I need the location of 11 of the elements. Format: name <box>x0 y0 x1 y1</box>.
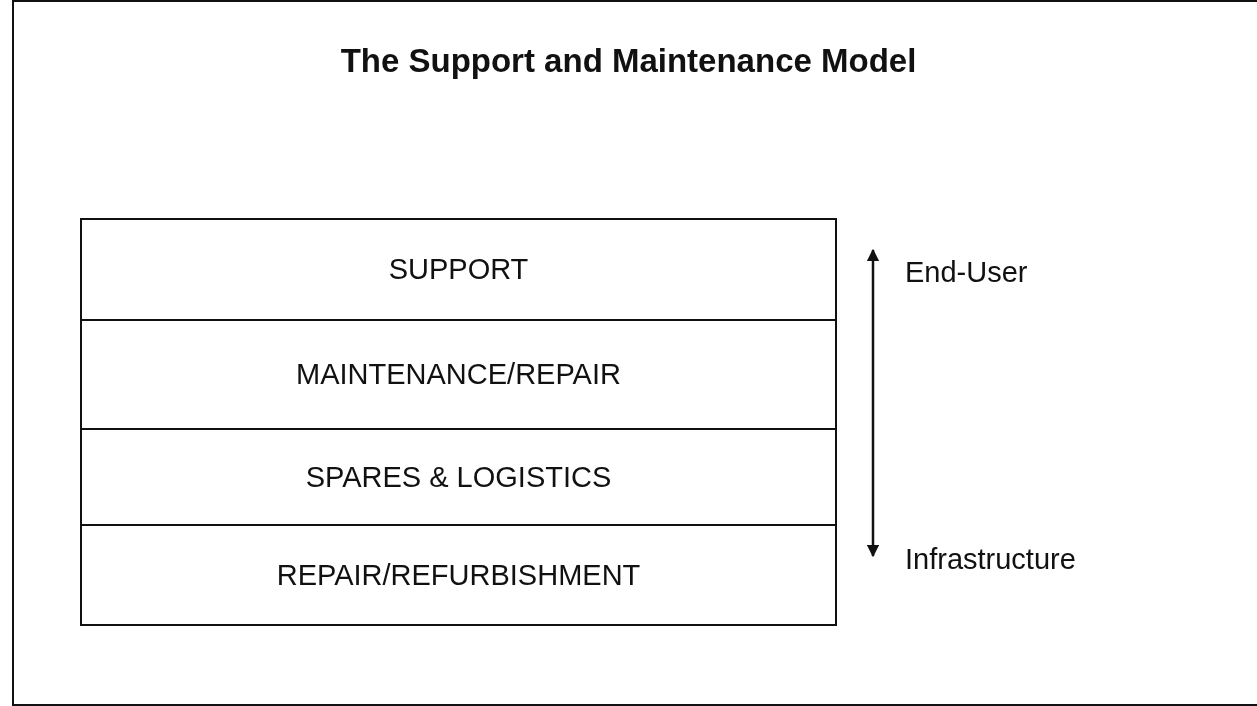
layer-label: MAINTENANCE/REPAIR <box>296 358 621 391</box>
layer-label: SPARES & LOGISTICS <box>305 460 612 494</box>
layer-box <box>80 218 837 321</box>
diagram-title: The Support and Maintenance Model <box>339 42 918 80</box>
layer-box <box>80 319 837 430</box>
layer-box <box>80 524 837 626</box>
scale-label: Infrastructure <box>905 543 1076 576</box>
scale-label: End-User <box>905 256 1028 289</box>
layer-label: SUPPORT <box>388 253 529 286</box>
layer-box <box>80 428 837 526</box>
layer-label: REPAIR/REFURBISHMENT <box>276 558 641 592</box>
